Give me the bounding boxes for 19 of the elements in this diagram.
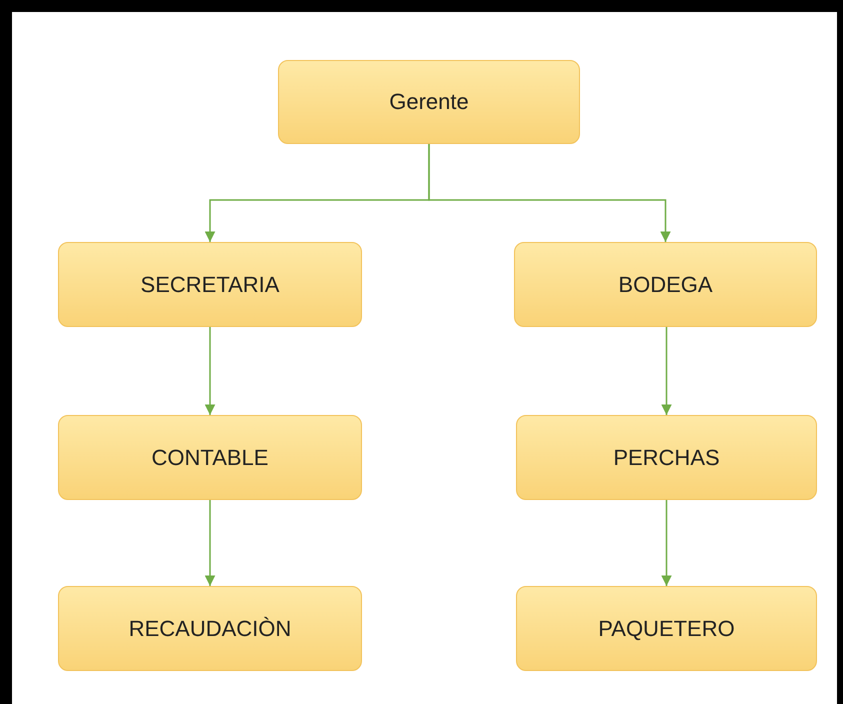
process-box: [58, 415, 362, 500]
box-label: PERCHAS: [613, 444, 720, 470]
box-label: PAQUETERO: [598, 616, 735, 642]
process-box: [516, 415, 817, 500]
arrow: [204, 327, 216, 415]
process-box: [278, 60, 580, 144]
process-box: [516, 586, 817, 671]
arrow: [661, 500, 672, 586]
box-label: CONTABLE: [152, 444, 268, 470]
box-label: RECAUDACIÒN: [128, 616, 292, 642]
box-label: SECRETARIA: [140, 272, 280, 298]
arrow: [661, 327, 672, 415]
arrow: [204, 500, 216, 586]
box-label: BODEGA: [618, 272, 713, 298]
arrow: [428, 144, 671, 242]
process-box: [58, 586, 362, 671]
process-box: [58, 242, 362, 327]
process-box: [514, 242, 817, 327]
box-label: Gerente: [389, 89, 469, 115]
